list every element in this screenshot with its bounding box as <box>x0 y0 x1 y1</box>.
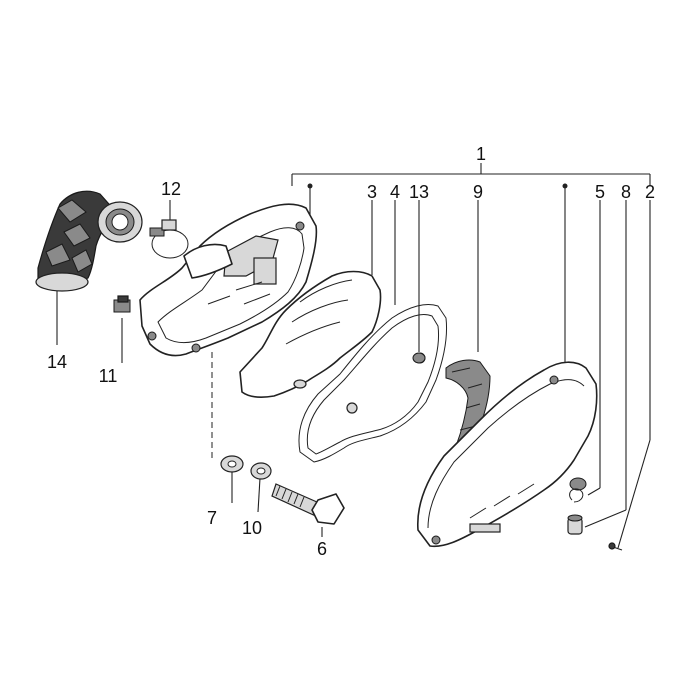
hose-clamp <box>149 219 189 259</box>
callout-4: 4 <box>390 182 400 202</box>
callout-labels: 1 2 3 4 5 6 7 8 9 10 11 12 13 14 <box>47 144 655 559</box>
callout-8: 8 <box>621 182 631 202</box>
spring-clip <box>569 488 584 503</box>
washer-small <box>250 462 272 480</box>
callout-7: 7 <box>207 508 217 528</box>
leader-lines <box>56 183 651 549</box>
callout-13: 13 <box>409 182 429 202</box>
callout-6: 6 <box>317 539 327 559</box>
intake-duct <box>35 190 143 292</box>
callout-5: 5 <box>595 182 605 202</box>
air-filter-element <box>239 270 382 398</box>
callout-1: 1 <box>476 144 486 164</box>
small-clip <box>113 295 131 313</box>
callout-12: 12 <box>161 179 181 199</box>
bolt <box>271 483 345 525</box>
callout-10: 10 <box>242 518 262 538</box>
callout-3: 3 <box>367 182 377 202</box>
grommet <box>412 352 426 364</box>
callout-2: 2 <box>645 182 655 202</box>
bushing <box>567 514 583 535</box>
washer-large <box>220 455 244 473</box>
callout-9: 9 <box>473 182 483 202</box>
assembly-bracket <box>291 163 651 186</box>
air-box-front-cover <box>417 361 598 548</box>
screw <box>608 542 623 551</box>
callout-11: 11 <box>99 366 118 386</box>
air-box-rear-housing <box>139 203 318 357</box>
callout-14: 14 <box>47 352 67 372</box>
